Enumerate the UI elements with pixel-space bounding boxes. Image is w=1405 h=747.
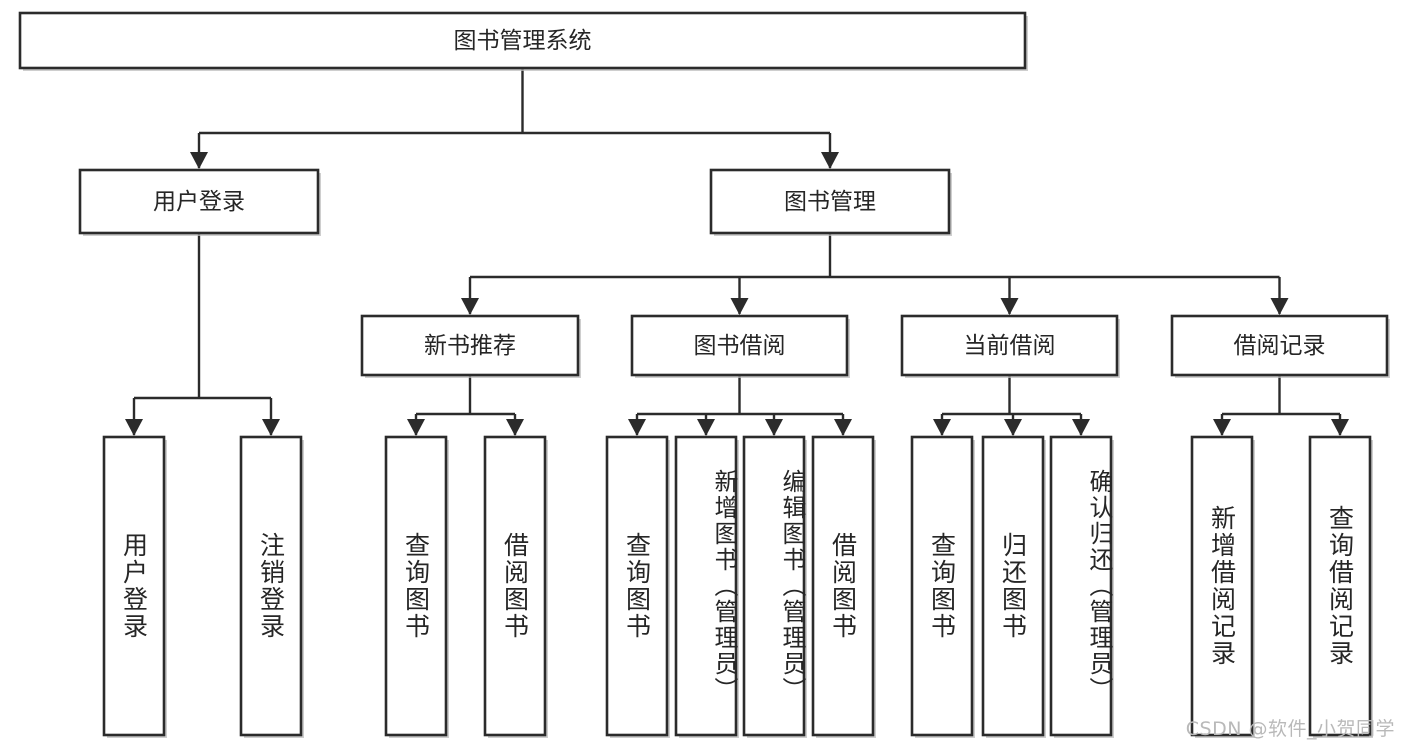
node-box-leaf-edit-book[interactable] xyxy=(742,435,806,737)
node-box-new-book-rec[interactable] xyxy=(360,314,580,377)
node-box-leaf-add-book[interactable] xyxy=(674,435,738,737)
node-box-book-borrow[interactable] xyxy=(630,314,849,377)
node-box-current-borrow[interactable] xyxy=(900,314,1119,377)
node-box-root[interactable] xyxy=(18,11,1027,70)
arrow-head-icon xyxy=(697,419,715,436)
arrow-head-icon xyxy=(1072,419,1090,436)
arrow-head-icon xyxy=(821,152,839,169)
arrow-head-icon xyxy=(262,419,280,436)
node-label-user-login: 用户登录 xyxy=(153,189,245,215)
node-box-borrow-record[interactable] xyxy=(1170,314,1389,377)
node-box-leaf-user-login[interactable] xyxy=(102,435,166,737)
node-label-new-book-rec: 新书推荐 xyxy=(424,333,516,359)
arrow-head-icon xyxy=(190,152,208,169)
arrow-head-icon xyxy=(461,298,479,315)
arrow-head-icon xyxy=(1270,298,1289,315)
arrow-head-icon xyxy=(407,419,425,436)
node-box-book-manage[interactable] xyxy=(709,168,951,235)
arrow-head-icon xyxy=(933,419,951,436)
node-box-leaf-query-book[interactable] xyxy=(605,435,669,737)
node-label-book-manage: 图书管理 xyxy=(784,189,876,215)
arrow-head-icon xyxy=(765,419,783,436)
arrow-head-icon xyxy=(628,419,646,436)
node-box-leaf-borrow-book[interactable] xyxy=(811,435,875,737)
node-box-leaf-confirm-return[interactable] xyxy=(1049,435,1113,737)
arrow-head-icon xyxy=(1000,298,1019,315)
node-box-leaf-query-book-cur[interactable] xyxy=(910,435,974,737)
connector-layer xyxy=(125,68,1349,436)
arrow-head-icon xyxy=(1331,419,1349,436)
node-box-leaf-logout[interactable] xyxy=(239,435,303,737)
arrow-head-icon xyxy=(834,419,852,436)
arrow-head-icon xyxy=(730,298,749,315)
arrow-head-icon xyxy=(125,419,143,436)
node-box-leaf-query-book-rec[interactable] xyxy=(384,435,448,737)
node-label-book-borrow: 图书借阅 xyxy=(694,333,786,359)
node-box-leaf-query-record[interactable] xyxy=(1308,435,1372,737)
node-box-leaf-borrow-book-rec[interactable] xyxy=(483,435,547,737)
node-label-root: 图书管理系统 xyxy=(454,28,592,54)
node-label-current-borrow: 当前借阅 xyxy=(964,333,1056,359)
arrow-head-icon xyxy=(1213,419,1231,436)
arrow-head-icon xyxy=(1004,419,1022,436)
arrow-head-icon xyxy=(506,419,524,436)
node-layer xyxy=(18,11,1390,738)
node-box-user-login[interactable] xyxy=(78,168,320,235)
node-label-borrow-record: 借阅记录 xyxy=(1234,333,1326,359)
node-box-leaf-add-record[interactable] xyxy=(1190,435,1254,737)
watermark: CSDN @软件_小贺同学 xyxy=(1185,718,1395,740)
node-box-leaf-return-book[interactable] xyxy=(981,435,1045,737)
